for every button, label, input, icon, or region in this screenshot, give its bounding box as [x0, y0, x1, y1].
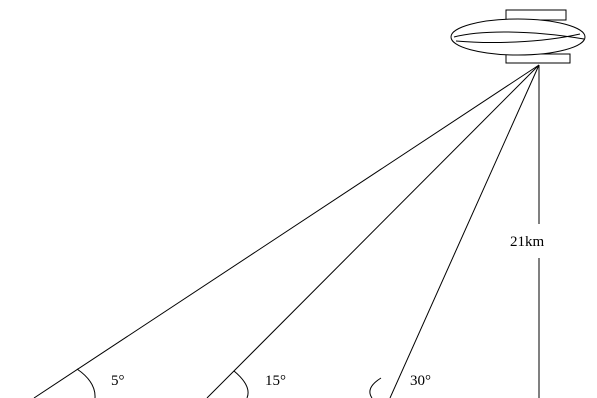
- altitude-label: 21km: [510, 234, 545, 250]
- airship-top-fin: [505, 9, 567, 21]
- angle-arcs: [76, 368, 382, 398]
- airship-icon: [450, 9, 586, 64]
- angle-arc-30: [369, 377, 382, 398]
- angle-label-30: 30°: [410, 373, 431, 389]
- slant-lines: [33, 64, 540, 398]
- angle-label-15: 15°: [265, 373, 286, 389]
- airship-hull: [450, 18, 586, 56]
- angle-label-5: 5°: [111, 373, 125, 389]
- slant-line-15: [206, 64, 540, 398]
- airship-hull-seam-lower: [455, 33, 581, 44]
- slant-line-30: [389, 64, 540, 398]
- angle-arc-5: [76, 368, 96, 398]
- angle-arc-15: [233, 370, 249, 398]
- slant-line-5: [33, 64, 540, 398]
